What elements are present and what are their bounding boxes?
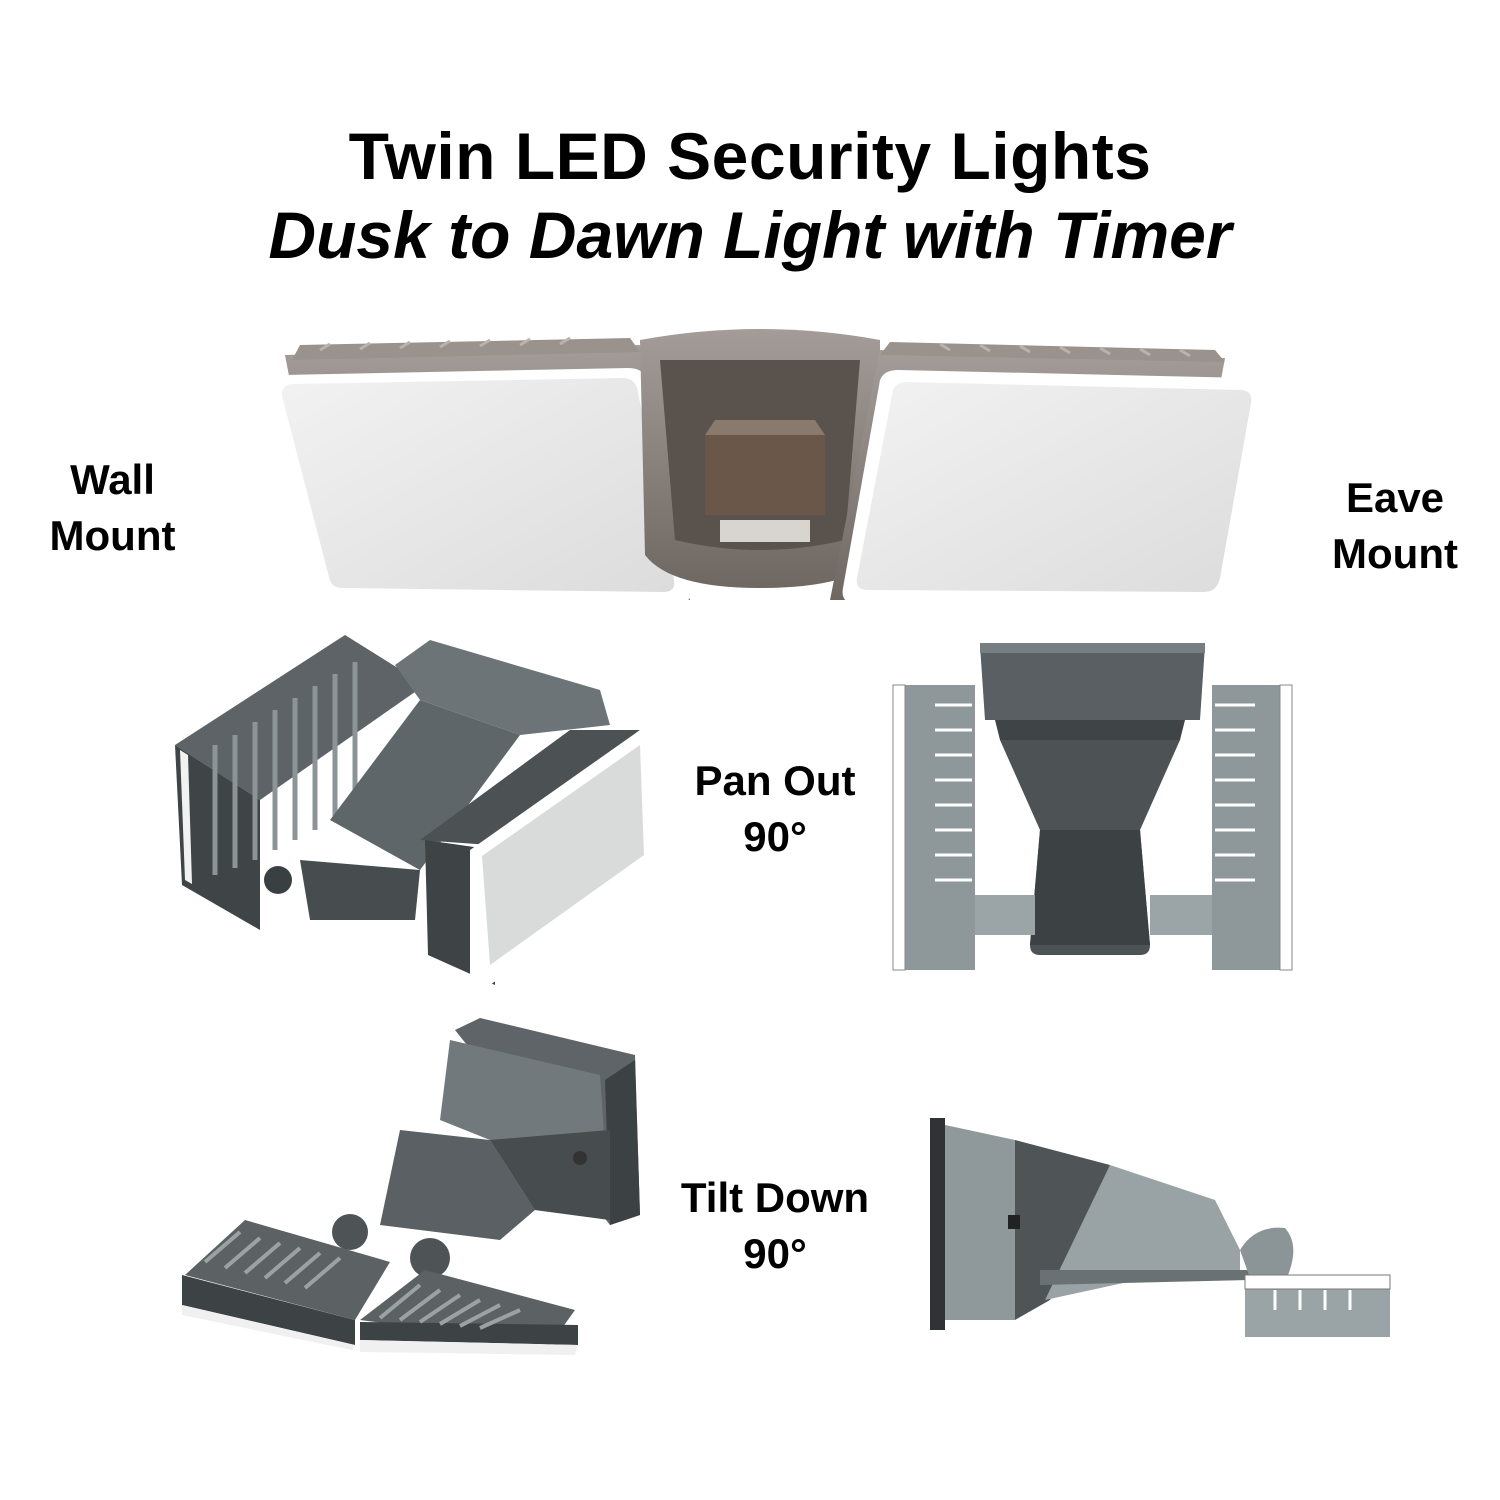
- tilt-down-label-line2: 90°: [743, 1230, 807, 1277]
- wall-mount-label-line2: Mount: [49, 512, 176, 559]
- tilt-down-label: Tilt Down 90°: [655, 1170, 895, 1282]
- pan-out-label: Pan Out 90°: [670, 753, 880, 865]
- pan-out-label-line1: Pan Out: [694, 757, 856, 804]
- wall-mount-label: Wall Mount: [30, 452, 195, 564]
- page-title: Twin LED Security Lights: [348, 119, 1152, 193]
- eave-mount-label: Eave Mount: [1310, 470, 1480, 582]
- wall-mount-label-line1: Wall: [70, 456, 155, 503]
- page-subtitle: Dusk to Dawn Light with Timer: [268, 198, 1232, 272]
- eave-mount-label-line1: Eave: [1345, 474, 1445, 521]
- eave-mount-label-line2: Mount: [1332, 530, 1458, 577]
- tilt-down-label-line1: Tilt Down: [680, 1174, 870, 1221]
- pan-out-label-line2: 90°: [743, 813, 807, 860]
